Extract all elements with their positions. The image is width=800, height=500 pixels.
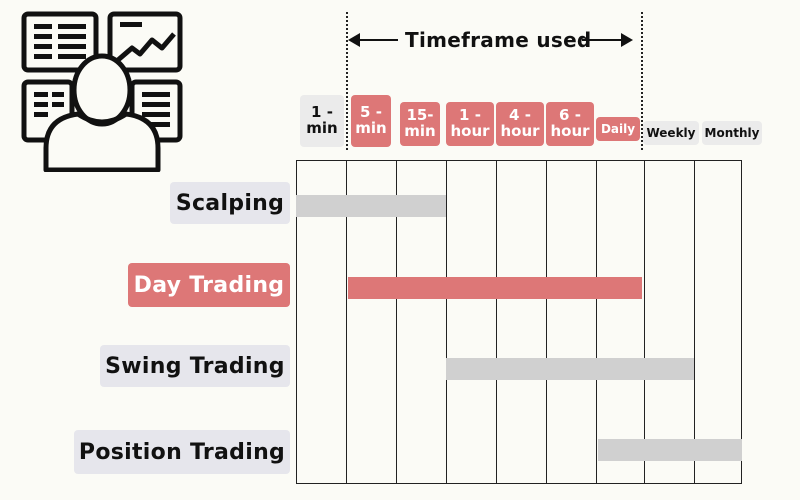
grid-column-divider [346,160,347,484]
timeframe-start-marker [346,12,348,150]
row-label-day-trading: Day Trading [128,263,290,307]
row-label-position-trading: Position Trading [74,430,290,474]
column-chip-weekly: Weekly [643,121,699,145]
column-chip-4hour: 4 - hour [496,102,544,146]
grid-column-divider [644,160,645,484]
range-bar-day-trading [348,277,642,299]
column-chip-1min: 1 - min [300,95,344,147]
range-bar-scalping [296,195,446,217]
column-chip-15min: 15- min [400,102,440,146]
range-bar-position-trading [598,439,742,461]
arrow-line-right [582,39,624,41]
timeframe-label: Timeframe used [405,28,592,52]
arrow-right-icon [621,33,633,47]
grid-column-divider [546,160,547,484]
grid-column-divider [596,160,597,484]
column-chip-daily: Daily [596,117,640,141]
timeframe-grid [296,160,742,484]
row-label-scalping: Scalping [170,182,290,224]
timeframe-end-marker [641,12,643,150]
grid-column-divider [446,160,447,484]
column-chip-monthly: Monthly [702,121,762,145]
grid-column-divider [396,160,397,484]
row-label-swing-trading: Swing Trading [100,345,290,387]
column-chip-1hour: 1 - hour [446,102,494,146]
column-chip-6hour: 6 - hour [546,102,594,146]
arrow-left-icon [348,33,360,47]
grid-column-divider [694,160,695,484]
trader-monitors-icon [21,11,183,172]
arrow-line-left [356,39,398,41]
grid-column-divider [496,160,497,484]
range-bar-swing-trading [446,358,694,380]
column-chip-5min: 5 - min [351,95,391,147]
